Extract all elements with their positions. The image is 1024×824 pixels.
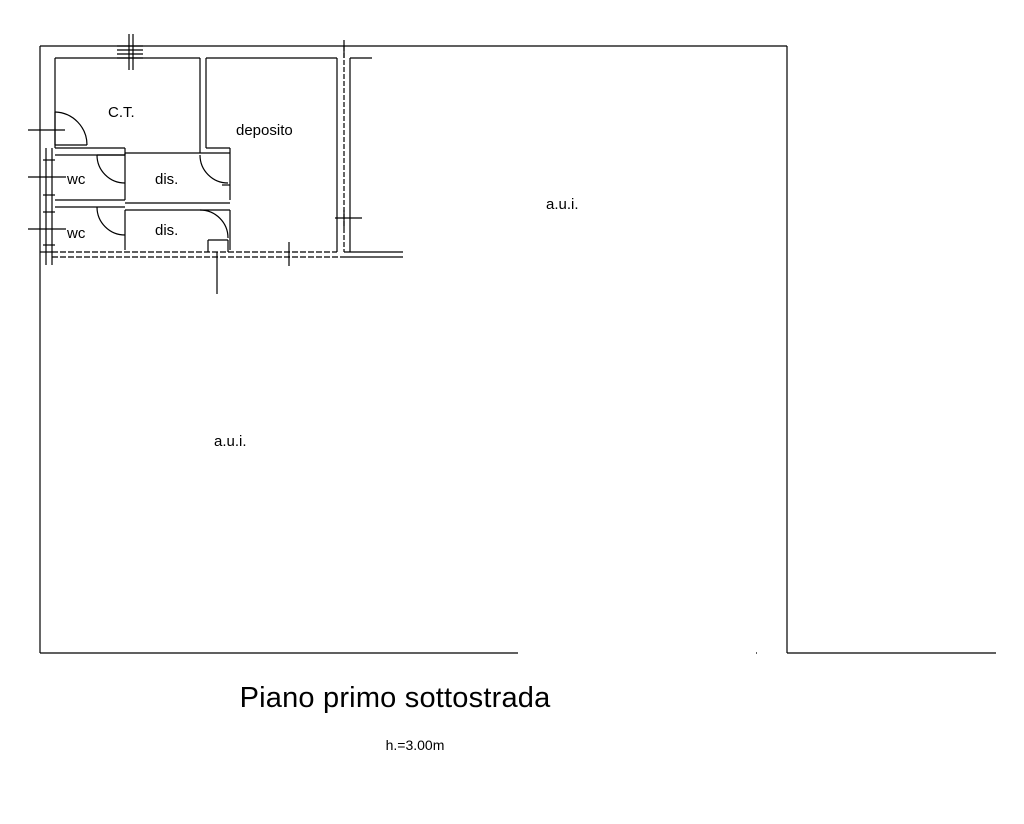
door-swings [54,111,229,239]
room-label-ct: C.T. [108,104,135,121]
outer-walls [39,45,996,654]
room-label-dis-upper: dis. [155,171,178,188]
room-label-deposito: deposito [236,122,293,139]
plan-title: Piano primo sottostrada [239,682,551,714]
dimension-ticks [28,40,362,294]
room-label-wc-lower: wc [66,225,86,242]
room-label-aui-upper: a.u.i. [546,196,579,213]
room-label-wc-upper: wc [66,171,86,188]
room-label-aui-lower: a.u.i. [214,433,247,450]
room-label-dis-lower: dis. [155,222,178,239]
service-block-walls [40,46,403,265]
top-window-symbol [117,34,143,70]
floor-plan-drawing: C.T. deposito wc dis. wc dis. a.u.i. a.u… [28,34,996,654]
plan-height-note: h.=3.00m [385,737,445,753]
